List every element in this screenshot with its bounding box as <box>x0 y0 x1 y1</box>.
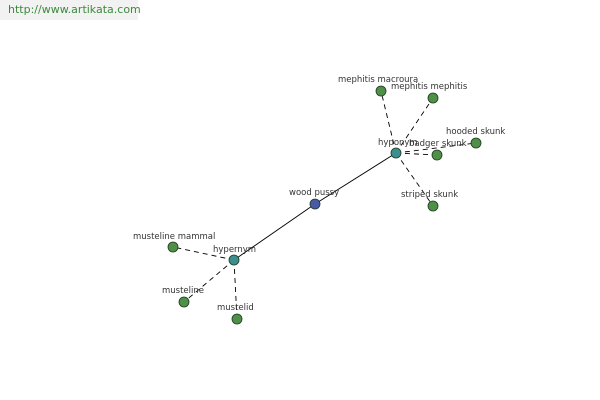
node-hyponym[interactable]: hyponym <box>378 138 418 159</box>
edge-hyponym-to-badger-skunk <box>395 152 438 156</box>
node-label-mephitis-mephitis: mephitis mephitis <box>391 82 468 92</box>
edge-hyponym-to-striped-skunk <box>395 152 434 207</box>
url-bar: http://www.artikata.com <box>0 0 141 20</box>
node-musteline-mammal[interactable]: musteline mammal <box>133 232 215 253</box>
node-circle-mephitis-macroura[interactable] <box>375 85 387 97</box>
graph-nodes: wood pussy hyponym hypernym mephitis macrou… <box>133 75 505 325</box>
node-circle-hooded-skunk[interactable] <box>470 137 482 149</box>
node-circle-mustelid[interactable] <box>231 313 243 325</box>
edge-wood-pussy-to-hyponym <box>314 152 397 205</box>
node-label-wood-pussy: wood pussy <box>289 188 339 198</box>
node-label-hyponym: hyponym <box>378 138 418 148</box>
edge-wood-pussy-to-hypernym <box>233 203 316 261</box>
node-label-hypernym: hypernym <box>213 245 256 255</box>
edge-hypernym-to-musteline <box>183 259 235 303</box>
node-circle-striped-skunk[interactable] <box>427 200 439 212</box>
edge-hyponym-to-hooded-skunk <box>395 142 477 154</box>
node-circle-hyponym[interactable] <box>390 147 402 159</box>
node-circle-hypernym[interactable] <box>228 254 240 266</box>
node-wood-pussy[interactable]: wood pussy <box>289 188 339 210</box>
node-label-musteline-mammal: musteline mammal <box>133 232 215 242</box>
edge-hyponym-to-mephitis-macroura <box>380 90 397 154</box>
node-hypernym[interactable]: hypernym <box>213 245 256 266</box>
edge-hypernym-to-musteline-mammal <box>172 246 235 261</box>
node-mustelid[interactable]: mustelid <box>217 303 254 325</box>
edge-hyponym-to-mephitis-mephitis <box>395 97 434 154</box>
node-circle-musteline[interactable] <box>178 296 190 308</box>
node-circle-mephitis-mephitis[interactable] <box>427 92 439 104</box>
node-mephitis-macroura[interactable]: mephitis macroura <box>338 75 418 97</box>
node-striped-skunk[interactable]: striped skunk <box>401 190 458 212</box>
edge-hypernym-to-mustelid <box>233 259 238 320</box>
node-circle-musteline-mammal[interactable] <box>167 241 179 253</box>
node-label-mustelid: mustelid <box>217 303 254 313</box>
node-label-mephitis-macroura: mephitis macroura <box>338 75 418 85</box>
node-label-hooded-skunk: hooded skunk <box>446 127 505 137</box>
node-mephitis-mephitis[interactable]: mephitis mephitis <box>391 82 468 104</box>
node-circle-badger-skunk[interactable] <box>431 149 443 161</box>
node-label-badger-skunk: badger skunk <box>409 139 467 149</box>
node-musteline[interactable]: musteline <box>162 286 204 308</box>
graph-edges <box>172 90 477 320</box>
node-hooded-skunk[interactable]: hooded skunk <box>446 127 505 149</box>
node-label-striped-skunk: striped skunk <box>401 190 458 200</box>
node-label-musteline: musteline <box>162 286 204 296</box>
node-circle-wood-pussy[interactable] <box>309 198 321 210</box>
site-url-link[interactable]: http://www.artikata.com <box>8 3 141 16</box>
node-badger-skunk[interactable]: badger skunk <box>409 139 467 161</box>
